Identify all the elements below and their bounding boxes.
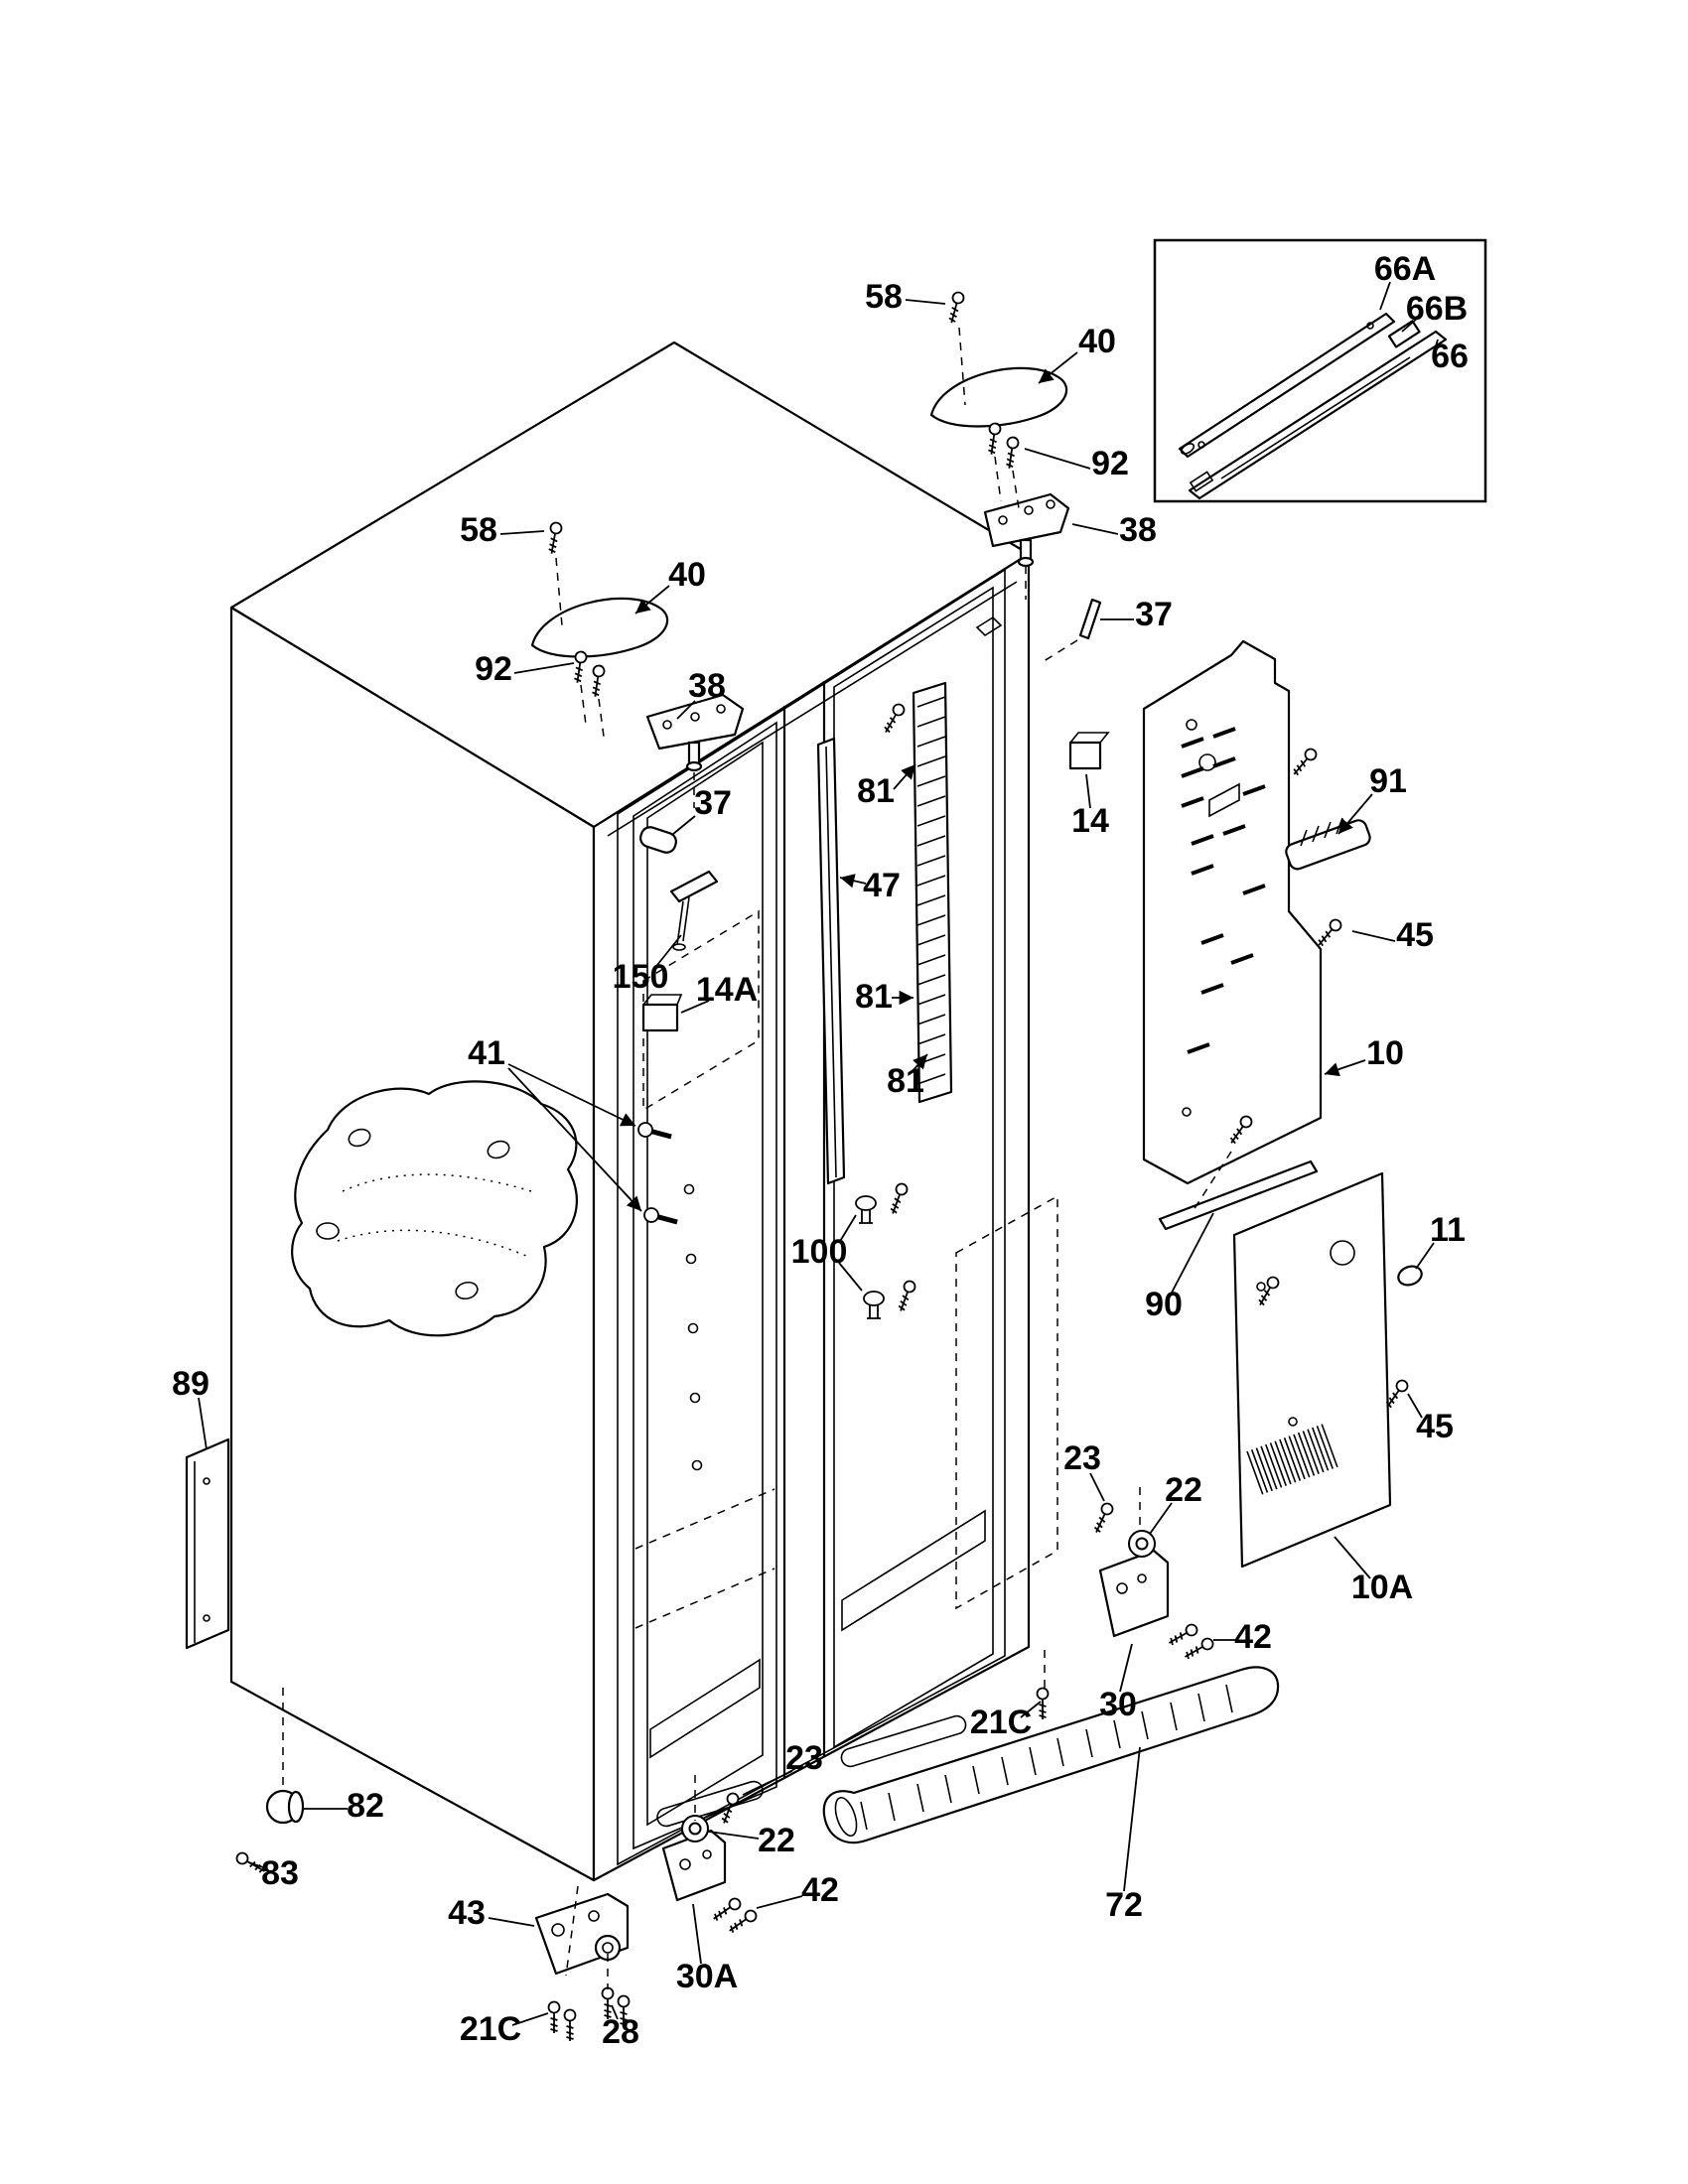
callout-40-left: 40	[668, 556, 706, 594]
callout-81-upper: 81	[857, 772, 895, 810]
hinge-38-left	[645, 693, 745, 772]
hinge-cover-40-top	[929, 366, 1068, 428]
callout-43: 43	[448, 1894, 486, 1932]
grommet-11	[1397, 1265, 1423, 1287]
callout-82: 82	[347, 1787, 384, 1825]
callout-83: 83	[261, 1854, 299, 1892]
hinge-43	[534, 1892, 630, 1976]
callout-38-right: 38	[1119, 511, 1157, 549]
callout-14: 14	[1071, 802, 1109, 840]
callout-91: 91	[1369, 762, 1407, 800]
wheel-22-right	[1128, 1530, 1156, 1558]
clip-14	[1068, 732, 1110, 770]
panel-10	[1142, 639, 1323, 1185]
callout-40-top: 40	[1078, 323, 1116, 360]
callout-30: 30	[1099, 1686, 1137, 1723]
bottom-trough-slots	[656, 1714, 967, 1828]
pin-37-left	[639, 826, 677, 854]
callout-72: 72	[1105, 1886, 1143, 1924]
pin-37-right	[1078, 598, 1102, 640]
clip-14A	[641, 994, 683, 1032]
callout-30A: 30A	[676, 1958, 738, 1995]
callout-81-lower: 81	[887, 1062, 924, 1100]
callout-23-right: 23	[1063, 1439, 1101, 1477]
bracket-30	[1098, 1549, 1170, 1638]
callout-37-right: 37	[1135, 596, 1173, 633]
wheel-22-left	[681, 1815, 709, 1843]
callout-37-left: 37	[694, 784, 732, 822]
plate-89	[185, 1437, 230, 1650]
callout-labels: 58 40 66A 66B 66 92 38 58 40 37 92 38 37…	[172, 250, 1469, 2051]
callout-10: 10	[1366, 1034, 1404, 1072]
inset-box	[1153, 238, 1487, 503]
callout-66: 66	[1431, 338, 1469, 375]
rail-66	[1188, 330, 1448, 500]
callout-21C-left: 21C	[460, 2010, 521, 2048]
callout-58-top: 58	[865, 278, 903, 316]
rail-66A	[1178, 312, 1396, 459]
callout-14A: 14A	[696, 971, 758, 1009]
callout-47: 47	[863, 867, 901, 904]
hinge-38-right	[983, 492, 1070, 568]
freezer-compartment	[633, 721, 777, 1850]
callout-81-middle: 81	[855, 978, 893, 1016]
clip-66B	[1387, 320, 1421, 348]
callout-66B: 66B	[1406, 290, 1468, 328]
callout-66A: 66A	[1374, 250, 1436, 288]
callout-21C-right: 21C	[970, 1704, 1032, 1741]
partition-41	[291, 1080, 578, 1337]
rail-81	[912, 681, 953, 1104]
panel-10A	[1232, 1171, 1392, 1569]
callout-150: 150	[613, 958, 669, 996]
callout-10A: 10A	[1351, 1569, 1413, 1606]
callout-22-right: 22	[1165, 1471, 1202, 1509]
callout-38-left: 38	[688, 667, 726, 705]
callout-92-left: 92	[475, 650, 512, 688]
construction-lines	[282, 327, 1232, 1989]
rail-47	[816, 737, 846, 1185]
leader-lines	[198, 281, 1439, 2026]
bracket-30A	[661, 1829, 727, 1902]
callout-28: 28	[602, 2013, 639, 2051]
strip-90	[1158, 1160, 1319, 1231]
grille-72	[822, 1666, 1280, 1844]
callout-89: 89	[172, 1365, 210, 1403]
callout-90: 90	[1145, 1286, 1183, 1323]
callout-41: 41	[468, 1034, 505, 1072]
callout-92-right: 92	[1091, 445, 1129, 482]
callout-11: 11	[1430, 1211, 1466, 1249]
callout-45-lower: 45	[1416, 1408, 1454, 1445]
callout-42-right: 42	[1234, 1618, 1272, 1656]
callout-23-left: 23	[785, 1739, 823, 1777]
callout-22-left: 22	[758, 1822, 795, 1859]
roller-82	[265, 1789, 305, 1825]
callout-58-left: 58	[460, 511, 497, 549]
bracket-91	[1285, 817, 1371, 871]
callout-45-upper: 45	[1396, 916, 1434, 954]
callout-42-left: 42	[801, 1871, 839, 1909]
callout-100: 100	[791, 1233, 848, 1271]
